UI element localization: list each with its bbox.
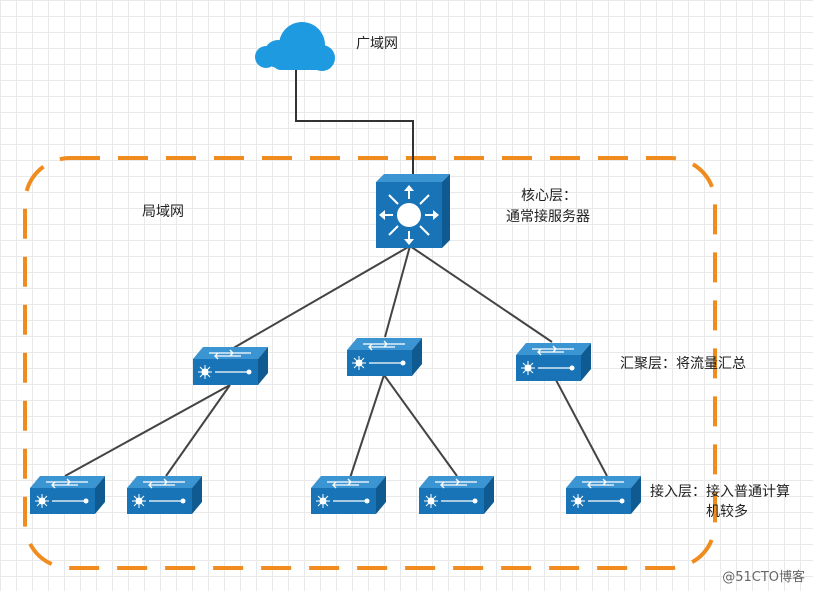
lan-label: 局域网 [142, 204, 184, 220]
access-switch-icon [565, 475, 642, 515]
aggregation-switch-icon [192, 346, 269, 386]
core-layer-label: 核心层： [521, 188, 577, 204]
watermark: @51CTO博客 [722, 570, 805, 585]
access-switch-icon [310, 475, 387, 515]
access-switch-icon [418, 475, 495, 515]
wan-label: 广域网 [356, 36, 398, 52]
core-layer-description: 通常接服务器 [506, 209, 590, 225]
wan-link [295, 68, 414, 174]
aggregation-switch-icon [346, 337, 423, 377]
access-layer-label-continued: 机较多 [706, 504, 748, 520]
cloud-icon [255, 22, 335, 71]
aggregation-layer-label: 汇聚层：将流量汇总 [620, 356, 746, 372]
aggregation-links [64, 374, 608, 479]
access-switch-icon [29, 475, 106, 515]
lan-boundary [23, 156, 717, 570]
access-layer-label: 接入层：接入普通计算 [650, 484, 790, 500]
access-switch-icon [126, 475, 203, 515]
aggregation-switch-icon [515, 342, 592, 382]
core-links [229, 245, 553, 351]
core-switch-icon [376, 174, 450, 248]
